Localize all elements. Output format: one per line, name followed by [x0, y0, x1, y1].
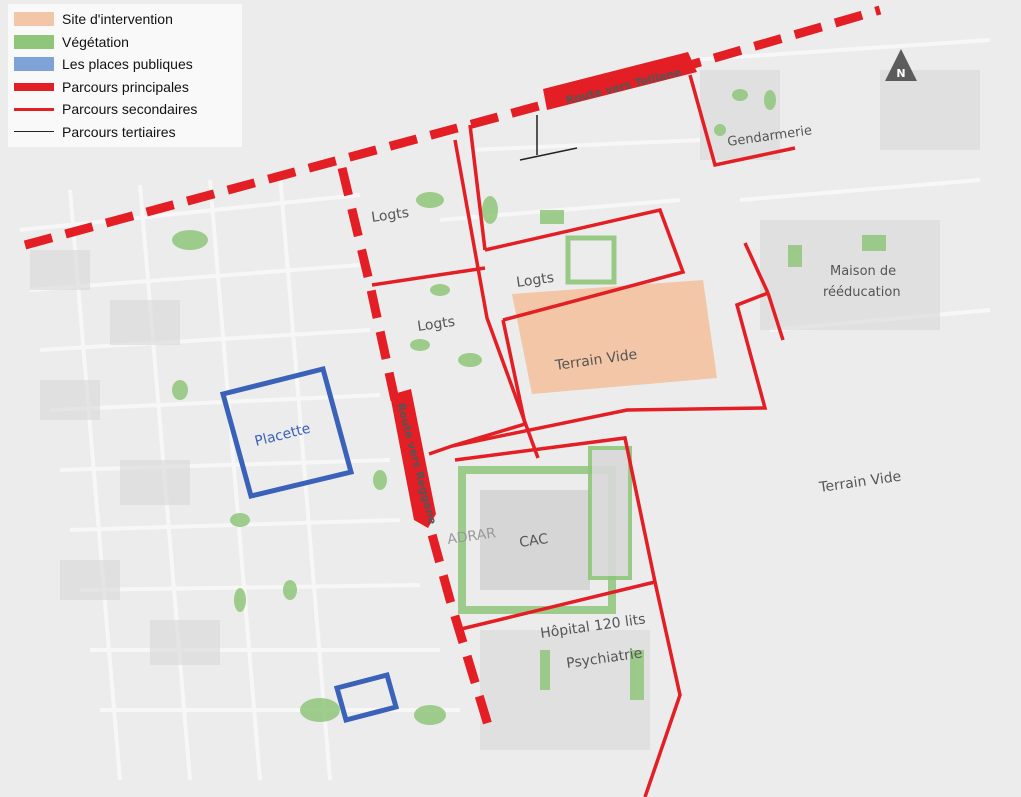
map-legend: Site d'intervention Végétation Les place… — [8, 4, 242, 147]
label-adrar: ADRAR — [446, 525, 497, 548]
legend-swatch-public-places — [14, 56, 54, 72]
label-logts-3: Logts — [416, 314, 456, 335]
secondary-routes — [371, 74, 796, 797]
legend-item-vegetation: Végétation — [14, 31, 236, 54]
legend-item-site: Site d'intervention — [14, 8, 236, 31]
legend-swatch-primary — [14, 79, 54, 95]
label-reeducation: rééducation — [823, 285, 901, 300]
legend-label: Les places publiques — [62, 56, 193, 73]
legend-label: Parcours principales — [62, 78, 189, 95]
legend-label: Parcours secondaires — [62, 101, 198, 118]
tertiary-route — [519, 115, 578, 161]
legend-label: Site d'intervention — [62, 11, 173, 28]
legend-item-secondary: Parcours secondaires — [14, 98, 236, 121]
label-cac: CAC — [518, 531, 549, 551]
north-arrow: N — [884, 48, 918, 82]
legend-item-tertiary: Parcours tertiaires — [14, 121, 236, 144]
legend-swatch-vegetation — [14, 34, 54, 50]
legend-label: Parcours tertiaires — [62, 123, 176, 140]
label-logts-1: Logts — [370, 205, 410, 226]
label-logts-2: Logts — [515, 270, 555, 291]
legend-swatch-tertiary — [14, 124, 54, 140]
building-blocks — [30, 70, 980, 750]
logts-block — [565, 235, 617, 285]
legend-swatch-secondary — [14, 101, 54, 117]
label-maison: Maison de — [830, 264, 896, 279]
public-places — [219, 365, 400, 724]
vegetation-patches — [172, 89, 886, 725]
legend-item-primary: Parcours principales — [14, 76, 236, 99]
legend-item-public-places: Les places publiques — [14, 53, 236, 76]
legend-label: Végétation — [62, 33, 129, 50]
site-intervention-area — [512, 280, 717, 394]
north-arrow-icon: N — [885, 49, 917, 81]
north-label: N — [896, 67, 905, 80]
legend-swatch-site — [14, 11, 54, 27]
